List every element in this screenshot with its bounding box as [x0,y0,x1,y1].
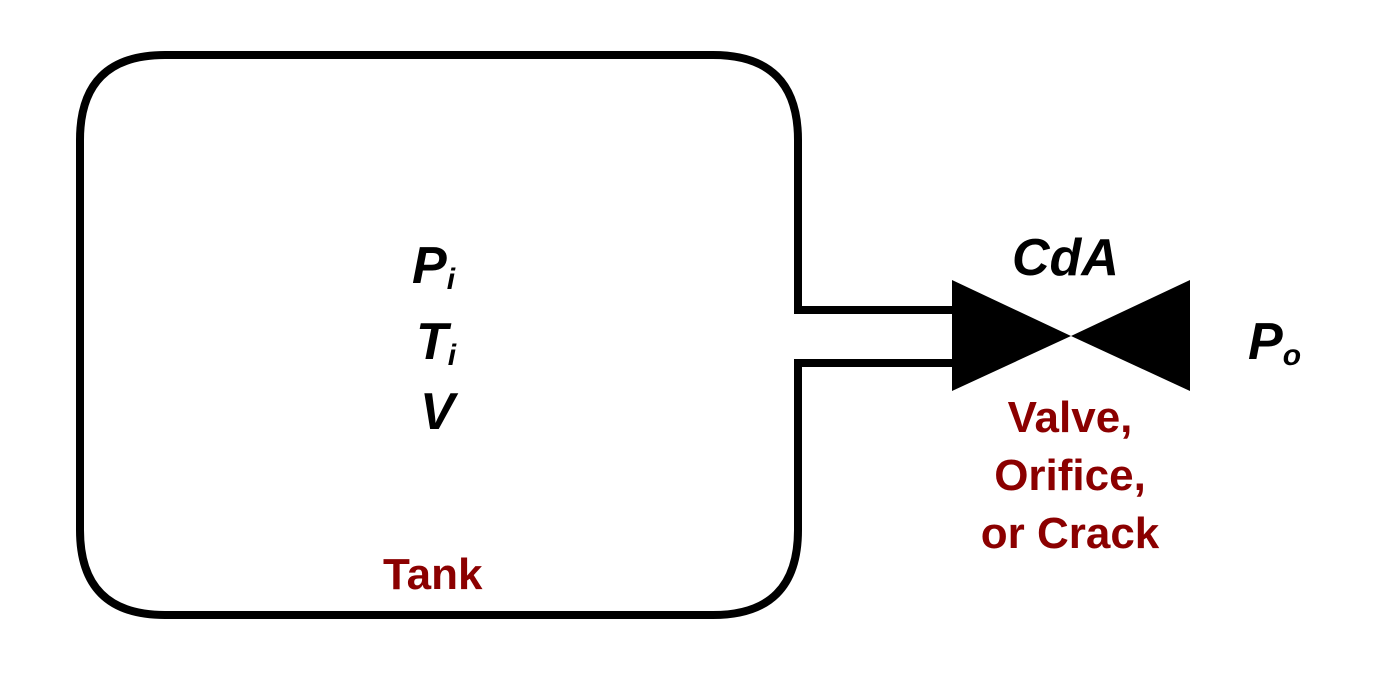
tank-temperature-subscript: i [447,339,457,372]
valve-left-triangle [952,280,1071,391]
tank-temperature-symbol: T [416,313,448,371]
tank-volume-symbol: V [420,383,455,441]
tank-pressure-symbol: P [412,237,447,295]
tank-volume-label: V [420,386,455,438]
tank-pressure-label: Pi [412,237,455,295]
valve-cda-label: CdA [1012,229,1119,287]
tank-label: Tank [383,550,483,599]
tank-outline [76,51,802,619]
valve-right-triangle [1071,280,1190,391]
valve-caption: Valve, Orifice, or Crack [960,389,1180,563]
outlet-pressure-label: Po [1248,313,1301,371]
valve-caption-line-3: or Crack [980,509,1160,559]
outlet-pressure-subscript: o [1282,339,1302,372]
valve-caption-line-1: Valve, [1007,393,1133,442]
valve-caption-line-2: Orifice, [994,451,1146,501]
tank-temperature-label: Ti [416,313,456,371]
outlet-pressure-symbol: P [1248,313,1283,371]
tank-pressure-subscript: i [446,263,456,296]
